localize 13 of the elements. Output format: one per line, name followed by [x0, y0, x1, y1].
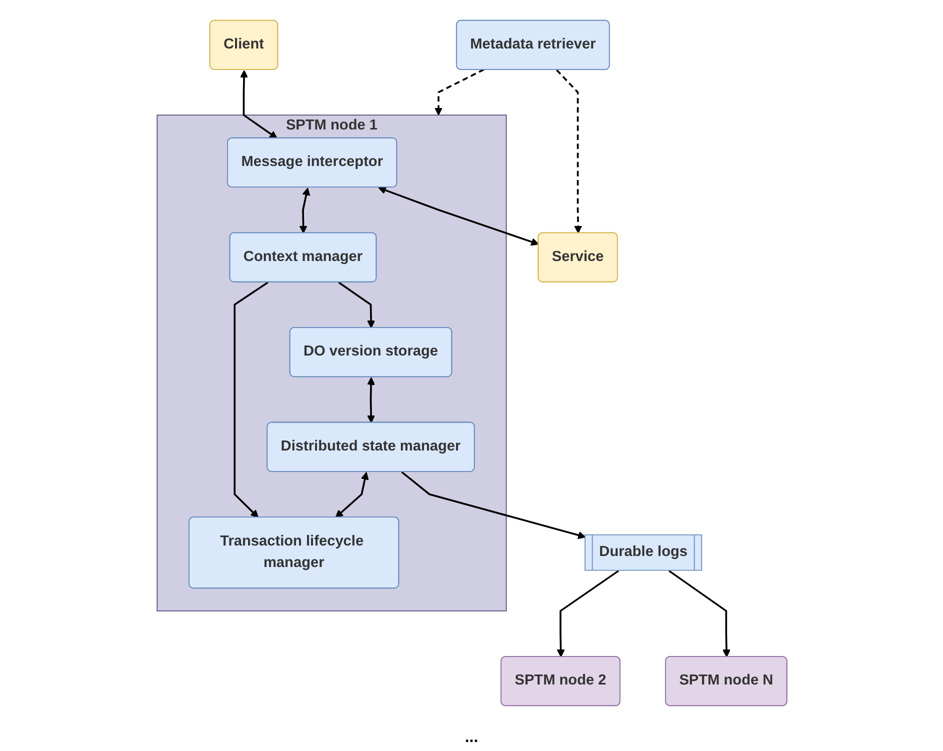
arrow: [240, 69, 277, 138]
arrow: [556, 68, 582, 233]
arrow: [668, 570, 730, 657]
arrow: [334, 471, 368, 518]
arrow: [338, 281, 375, 328]
arrow: [298, 187, 310, 233]
ellipsis-note: ...: [464, 729, 478, 747]
arrow: [434, 68, 484, 115]
arrow: [556, 570, 619, 657]
arrow: [233, 281, 268, 518]
arrow: [400, 470, 586, 539]
arrow: [366, 376, 375, 423]
arrow: [378, 186, 538, 246]
